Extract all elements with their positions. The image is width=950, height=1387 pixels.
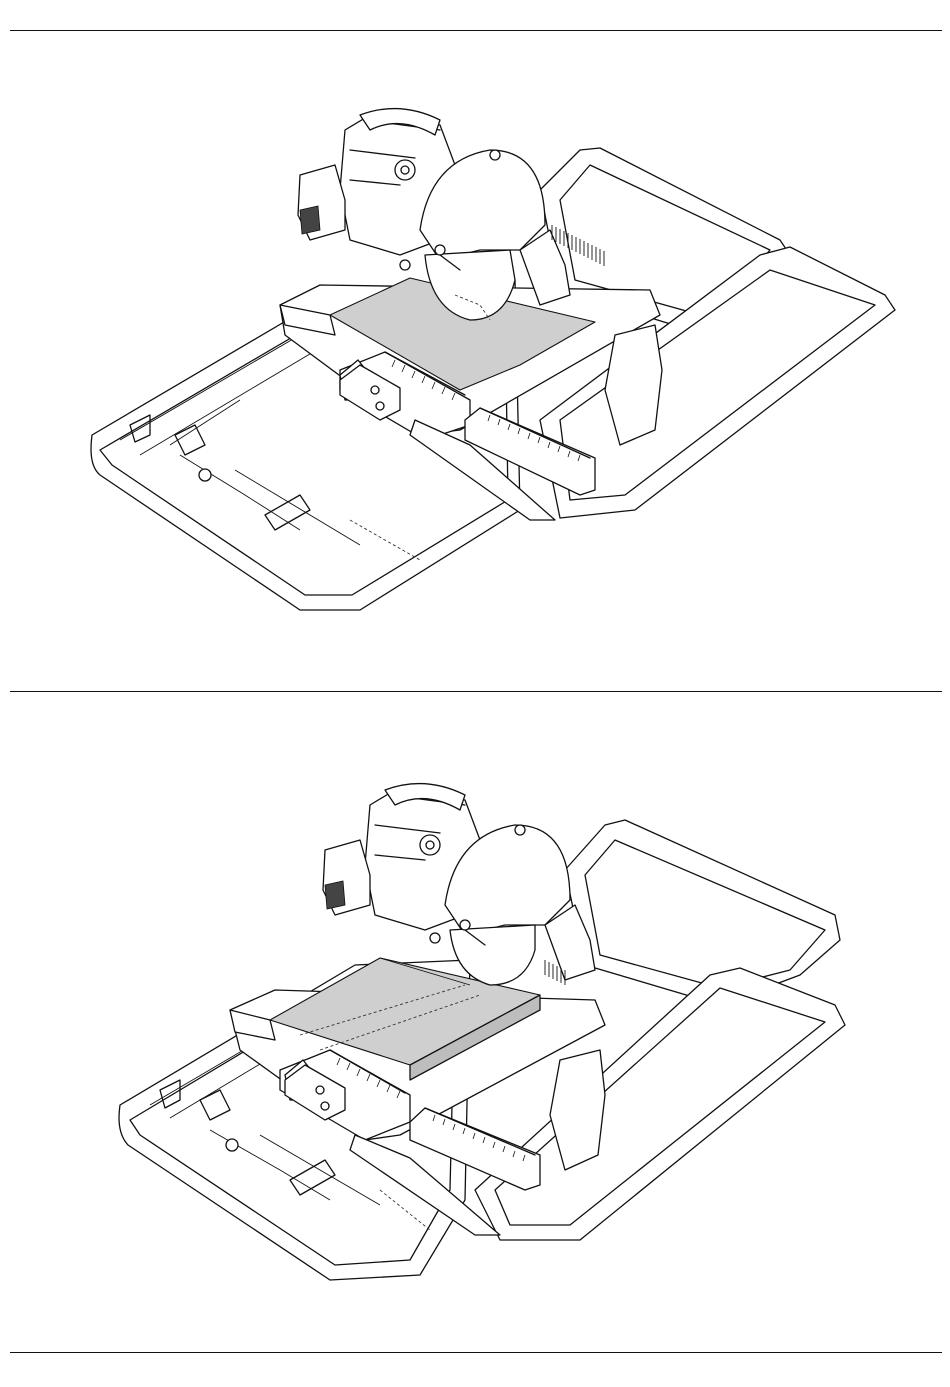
water-tray-2 [565,820,840,1005]
top-rule [10,30,942,31]
figure-tile-saw-straight-cut [0,90,950,650]
bottom-rule [10,1352,942,1353]
figure-tile-saw-miter-cut [0,760,950,1320]
tile-saw-illustration [0,90,950,650]
middle-rule [10,691,942,692]
tile-saw-illustration-2 [0,760,950,1320]
